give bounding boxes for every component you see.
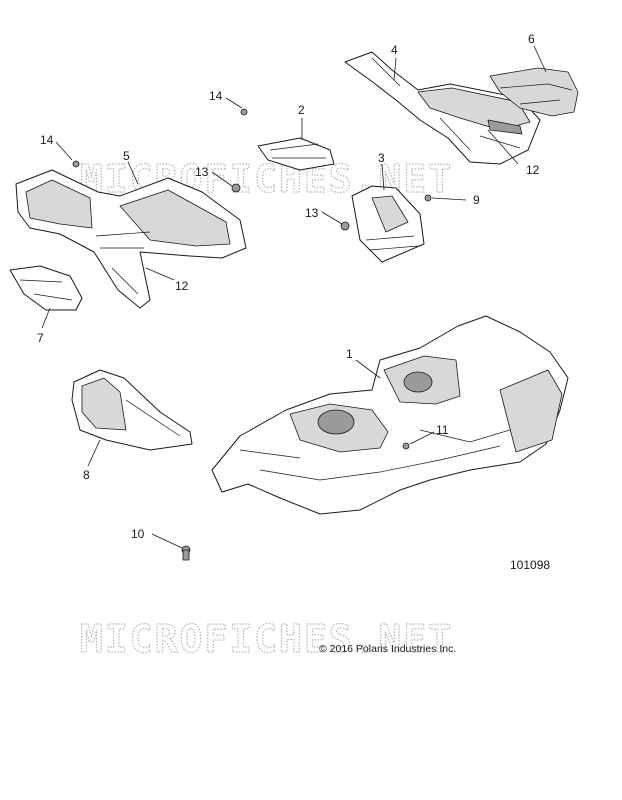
callout-2: 2 bbox=[298, 103, 305, 117]
fastener-13a bbox=[231, 183, 241, 193]
callout-7: 7 bbox=[37, 331, 44, 345]
fastener-9 bbox=[424, 194, 432, 202]
callout-12a: 12 bbox=[526, 163, 540, 177]
callout-14b: 14 bbox=[209, 89, 223, 103]
part-1-main-body bbox=[211, 315, 569, 515]
callout-9: 9 bbox=[473, 193, 480, 207]
callout-8: 8 bbox=[83, 468, 90, 482]
part-6-corner-piece bbox=[489, 67, 579, 117]
watermark-bottom: MICROFICHES.NET bbox=[80, 617, 453, 661]
callout-10: 10 bbox=[131, 527, 145, 541]
callout-3: 3 bbox=[378, 151, 385, 165]
document-number: 101098 bbox=[510, 558, 550, 572]
callout-5: 5 bbox=[123, 149, 130, 163]
callout-6: 6 bbox=[528, 32, 535, 46]
callout-14a: 14 bbox=[40, 133, 54, 147]
callout-12b: 12 bbox=[175, 279, 189, 293]
part-2-plate bbox=[257, 137, 335, 171]
callout-4: 4 bbox=[391, 43, 398, 57]
copyright-notice: © 2016 Polaris Industries Inc. bbox=[319, 643, 456, 655]
part-4-rear-panel bbox=[344, 51, 541, 165]
part-3-bracket bbox=[351, 185, 425, 263]
leader-lines bbox=[41, 45, 547, 549]
part-8-side-panel bbox=[71, 369, 193, 451]
fasteners bbox=[72, 108, 432, 561]
part-5-front-panel bbox=[15, 169, 247, 309]
callout-1: 1 bbox=[346, 347, 353, 361]
fastener-11 bbox=[402, 442, 410, 450]
callout-13b: 13 bbox=[305, 206, 319, 220]
callout-11: 11 bbox=[436, 423, 449, 437]
fastener-14a bbox=[72, 160, 80, 168]
part-7-corner-piece bbox=[9, 265, 83, 311]
fastener-13b bbox=[340, 221, 350, 231]
fastener-14b bbox=[240, 108, 248, 116]
callouts: 1 2 3 4 5 6 7 8 9 10 11 12 12 13 13 14 1… bbox=[37, 32, 540, 541]
callout-13a: 13 bbox=[195, 165, 209, 179]
